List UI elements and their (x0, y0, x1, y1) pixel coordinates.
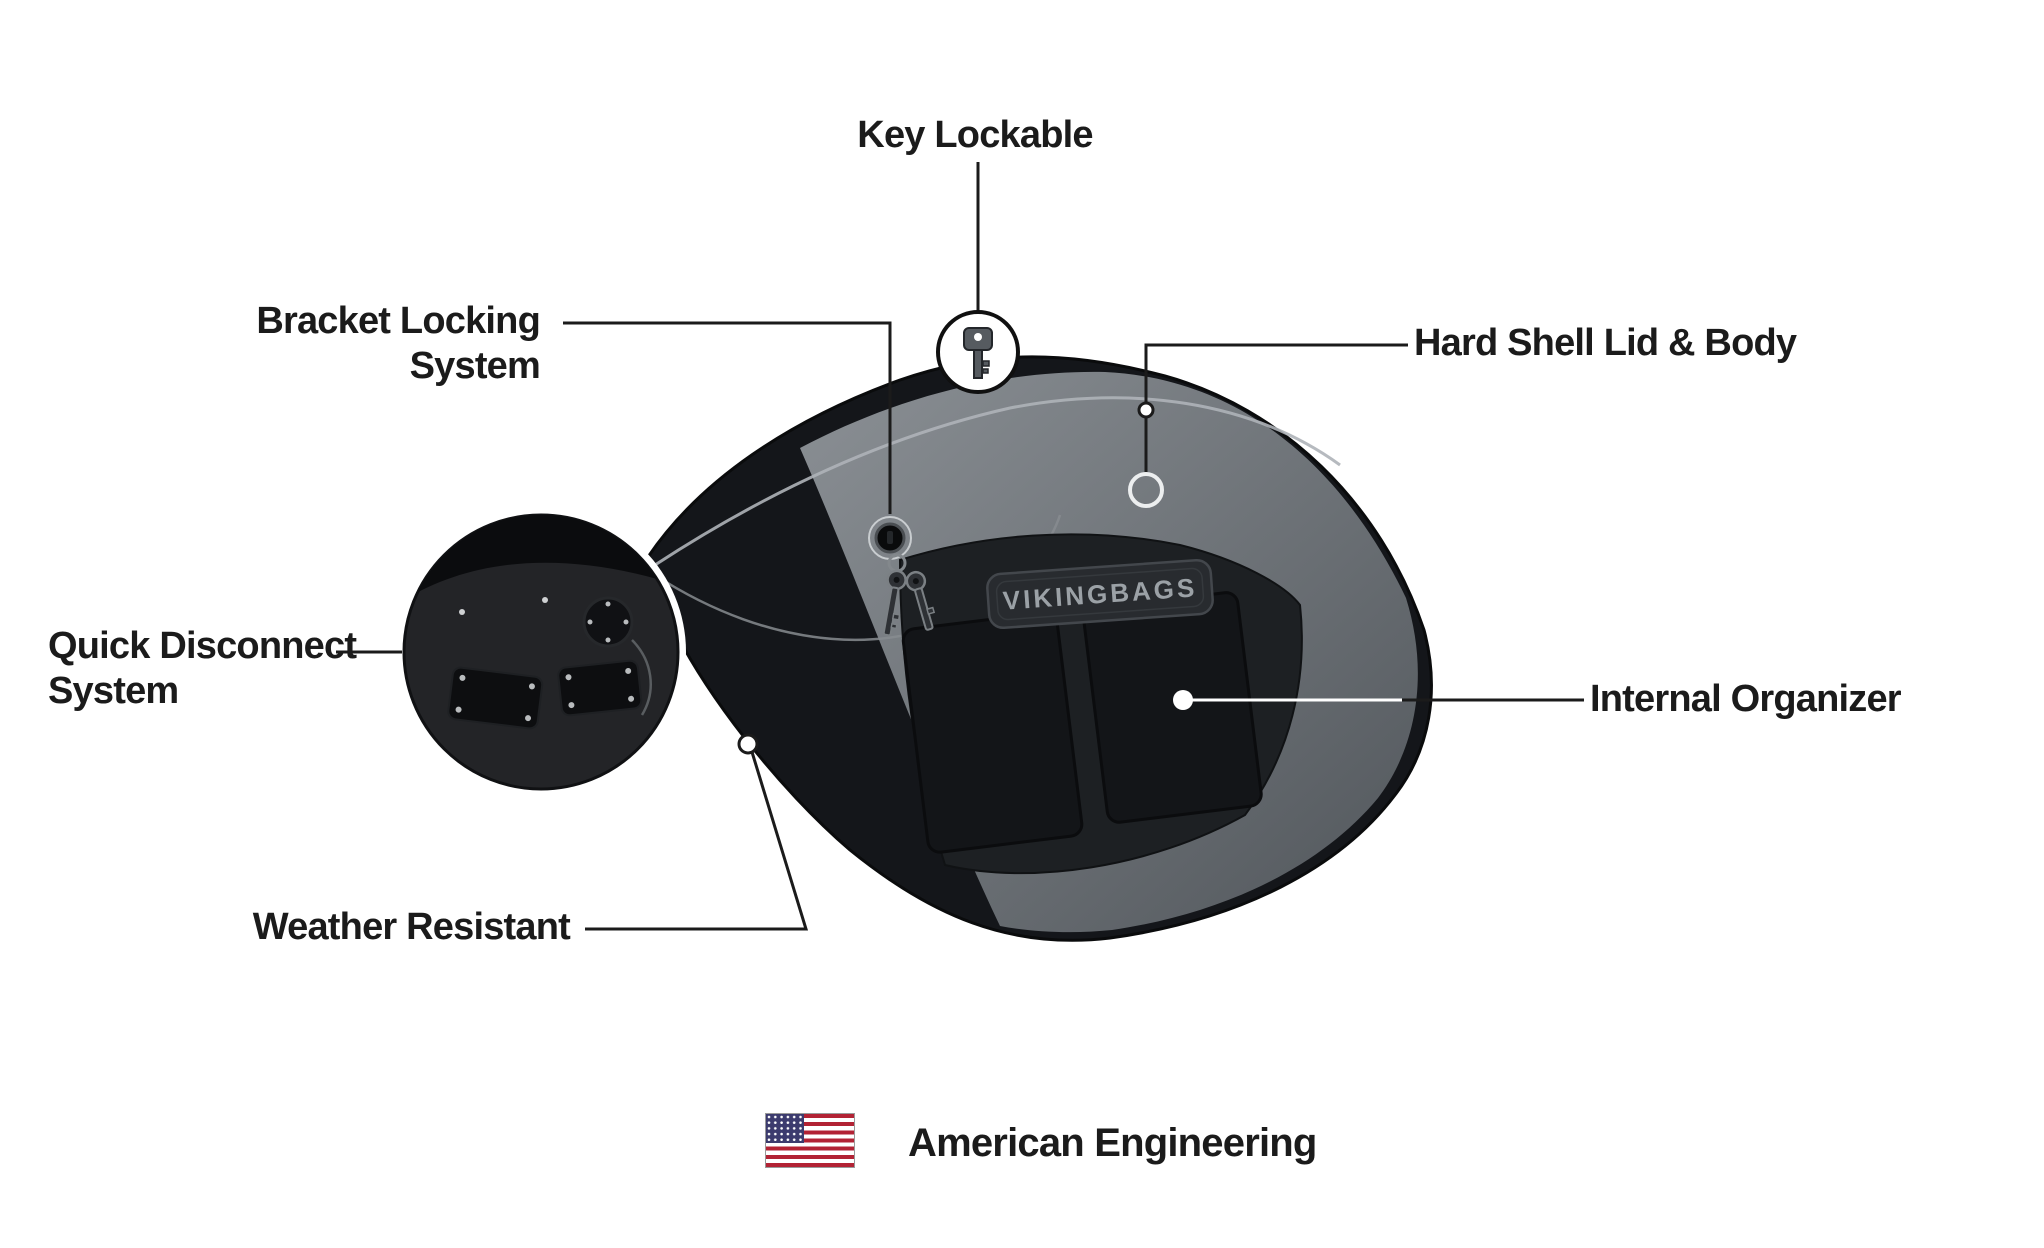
label-internal-organizer: Internal Organizer (1590, 678, 1902, 720)
callout-line-weather-resistant (585, 751, 809, 931)
inset-screw-2 (542, 597, 548, 603)
inset-cam-disc (582, 596, 634, 648)
label-hard-shell-lid-body: Hard Shell Lid & Body (1414, 322, 1797, 364)
quick-disconnect-inset (396, 507, 686, 797)
marker-weather-resistant-dot (737, 733, 759, 755)
callout-markers (737, 401, 1402, 755)
label-weather-resistant: Weather Resistant (252, 906, 571, 948)
hanging-key-2 (905, 570, 936, 631)
brand-plate: VIKINGBAGS (986, 558, 1214, 630)
inset-mounting-plate-1 (447, 666, 544, 730)
callout-line-bracket-locking (563, 321, 892, 514)
inset-bag-back-top (404, 515, 678, 600)
key-lockable-badge (936, 162, 1020, 394)
us-flag-icon (766, 1114, 854, 1167)
organizer-pocket-right (1082, 591, 1263, 824)
label-key-lockable: Key Lockable (857, 114, 1093, 156)
key-icon (963, 327, 993, 379)
label-quick-disconnect-system: Quick Disconnect System (48, 625, 357, 712)
marker-hard-shell-small (1137, 401, 1155, 419)
us-flag-canton (766, 1114, 804, 1143)
label-american-engineering: American Engineering (908, 1121, 1317, 1165)
keyhole-lock (868, 516, 936, 637)
hanging-key-1 (882, 569, 907, 637)
inset-cable (631, 639, 652, 716)
inset-screw-1 (459, 609, 465, 615)
organizer-pocket-left (901, 611, 1084, 854)
marker-hard-shell-ring (1128, 472, 1164, 508)
saddlebag-body: VIKINGBAGS (645, 355, 1433, 942)
internal-organizer-pockets (901, 591, 1263, 854)
label-bracket-locking-system: Bracket Locking System (256, 300, 540, 387)
marker-internal-organizer-dot (1173, 690, 1193, 710)
lid-rim-seam (654, 396, 1341, 567)
inset-mounting-plate-2 (557, 659, 643, 717)
callout-line-hard-shell (1144, 343, 1408, 472)
